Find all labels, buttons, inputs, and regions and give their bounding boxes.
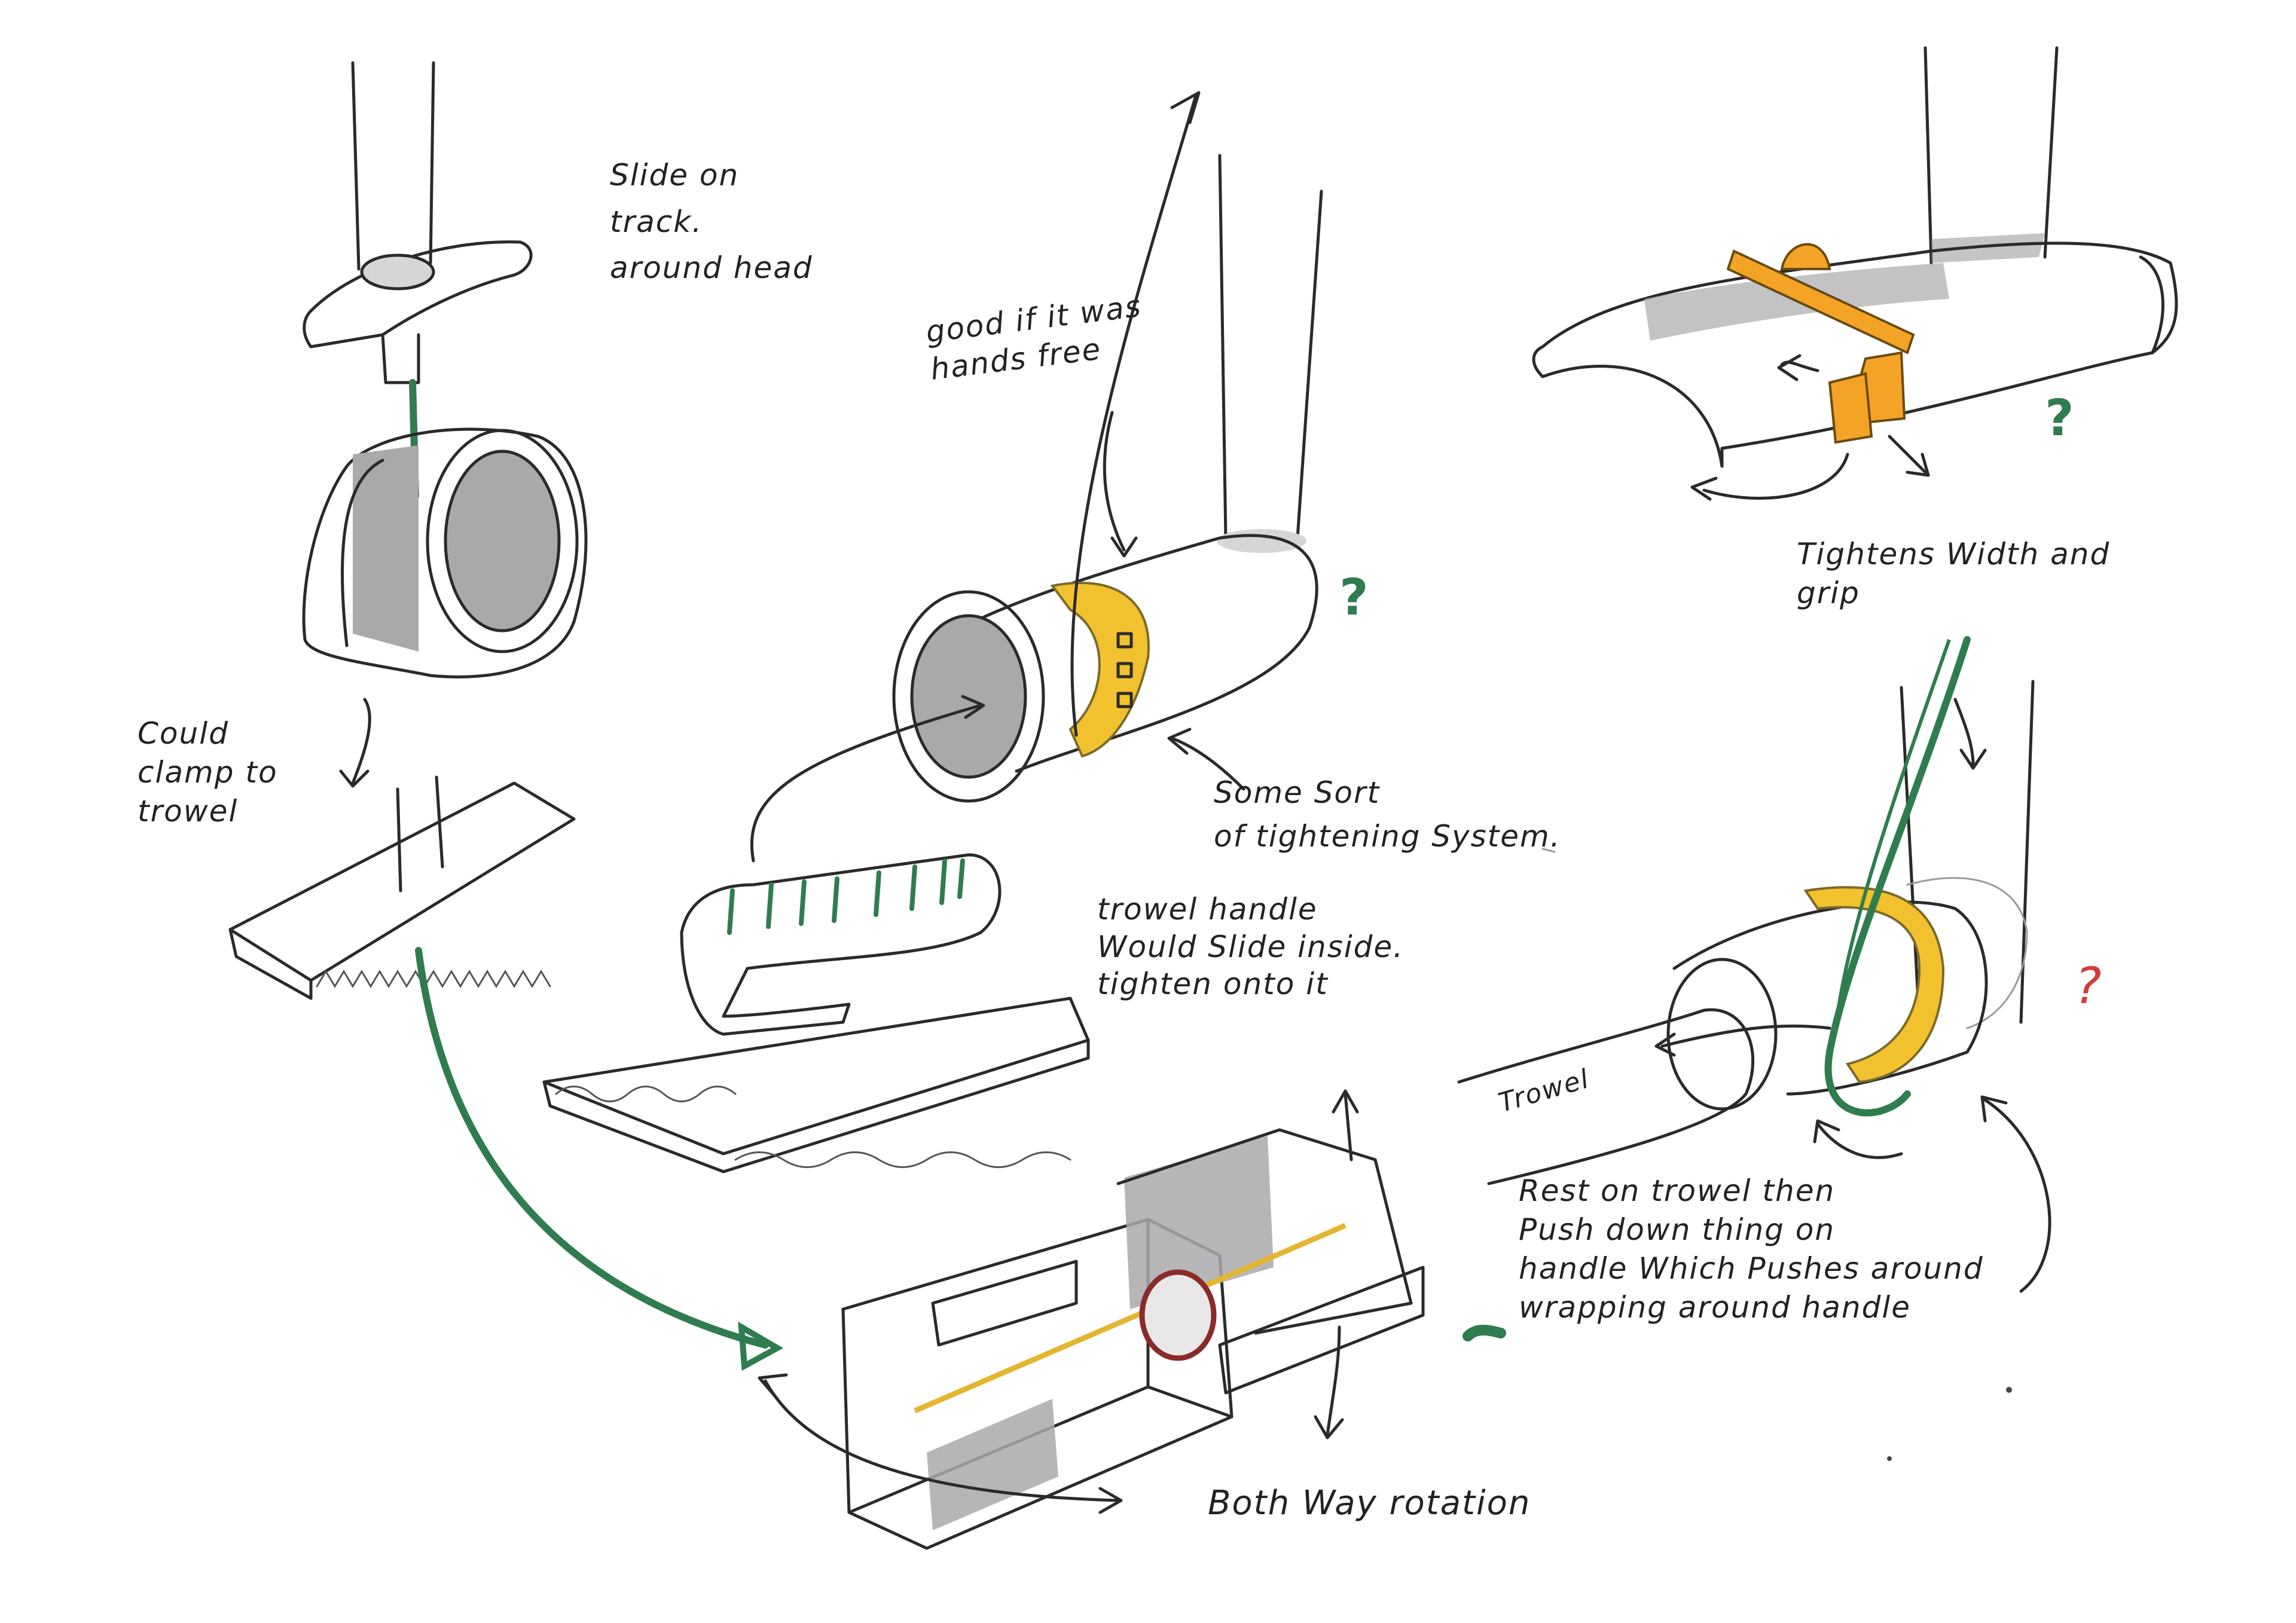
trowel-sketch xyxy=(542,853,1090,1173)
note-some-sort-tightening: Some Sort of tightening System. xyxy=(1214,775,1561,854)
arrow-rotate xyxy=(1690,453,1849,501)
green-bullet-mark xyxy=(1463,1325,1506,1341)
orange-clamp-sketch xyxy=(1532,46,2178,468)
note-trowel-handle: trowel handle Would Slide inside. tighte… xyxy=(1097,892,1405,1001)
note-slide-on-track: Slide on track. around head xyxy=(610,158,813,285)
t-head-pole-sketch xyxy=(303,61,533,384)
arrow-up-box xyxy=(1332,1089,1359,1162)
arrow-to-clamp xyxy=(339,698,371,788)
arrow-both-way xyxy=(764,1379,1123,1514)
arrow-wrap xyxy=(1813,1119,1903,1159)
arrow-trowel-inside xyxy=(750,695,985,863)
note-tightens-width: Tightens Width and grip xyxy=(1797,537,2111,610)
question-mark-red: ? xyxy=(2075,956,2102,1015)
rotation-box-sketch xyxy=(841,1128,1425,1550)
arrow-up-left xyxy=(1777,354,1819,381)
roller-sketch xyxy=(302,427,588,678)
note-could-clamp: Could clamp to trowel xyxy=(138,716,278,829)
question-mark-green-2: ? xyxy=(2045,389,2074,447)
pipe-ring-sketch xyxy=(892,154,1323,803)
arrow-down-right xyxy=(1888,435,1930,477)
arrow-down-box xyxy=(1314,1325,1344,1439)
note-rest-on-trowel: Rest on trowel then Push down thing on h… xyxy=(1519,1173,1984,1325)
arrow-down-pole xyxy=(1953,698,1987,770)
arrow-push-down xyxy=(1980,1095,2051,1293)
serrated-blade-sketch xyxy=(228,775,576,1000)
arrow-tightening xyxy=(1167,728,1245,791)
arrow-into-trowel xyxy=(1654,1024,1831,1057)
green-strap-sketch xyxy=(1457,636,2035,1185)
arrow-hands-free xyxy=(1070,91,1201,737)
arrow-both-way-head xyxy=(758,1373,788,1401)
note-both-way-rotation: Both Way rotation xyxy=(1208,1484,1531,1523)
arrow-to-ring xyxy=(1103,411,1138,558)
green-curved-arrow xyxy=(415,947,769,1349)
question-mark-green-1: ? xyxy=(1339,568,1369,626)
